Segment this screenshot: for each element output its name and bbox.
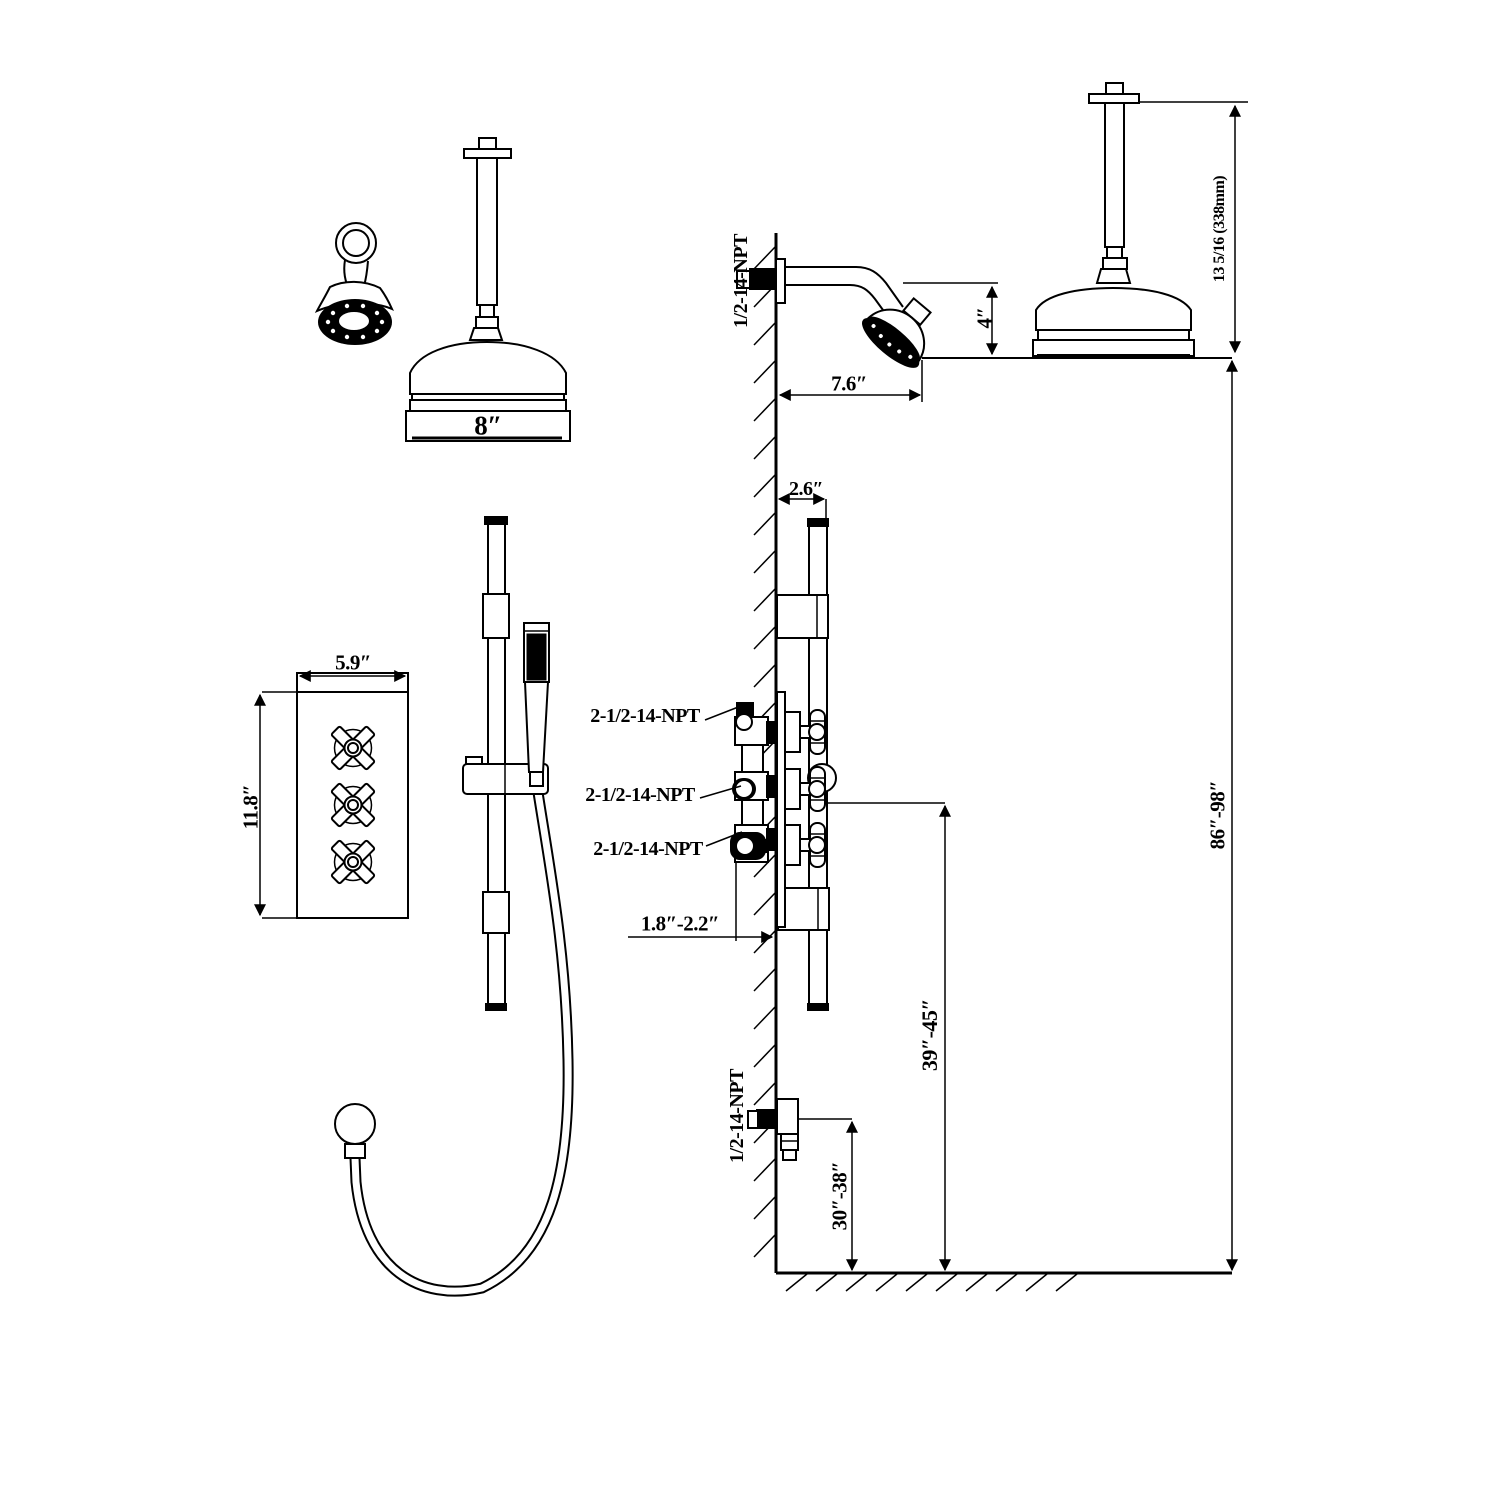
dim-overall-height: 86″-98″	[1205, 780, 1230, 850]
dim-head-drop: 4″	[972, 307, 997, 329]
label-npt-valve-middle: 2-1/2-14-NPT	[585, 784, 695, 806]
dim-outlet-height: 30″-38″	[827, 1161, 852, 1231]
dim-valve-height: 39″-45″	[917, 998, 942, 1072]
label-npt-valve-top: 2-1/2-14-NPT	[590, 705, 700, 727]
hand-shower-supply-outlet	[747, 1098, 799, 1161]
hand-shower-slide-bar-front-view	[334, 516, 574, 1297]
dim-plate-height: 11.8″	[238, 784, 263, 830]
dim-rain-head-diameter: 8″	[474, 410, 502, 441]
dim-bar-offset: 2.6″	[788, 478, 824, 500]
valve-trim-plate-front-view	[254, 670, 409, 919]
rain-shower-head-side-view	[1032, 82, 1248, 358]
rain-shower-head-front-view	[405, 137, 571, 442]
label-npt-valve-bottom: 2-1/2-14-NPT	[593, 838, 703, 860]
label-npt-outlet-bottom: 1/2-14-NPT	[726, 1069, 748, 1163]
thermostatic-valve-side-view	[628, 691, 837, 943]
dim-ceiling-drop: 13 5/16 (338mm)	[1211, 175, 1228, 283]
height-dimensions	[798, 359, 1238, 1272]
dim-arm-length: 7.6″	[831, 371, 867, 396]
label-npt-wall-arm: 1/2-14-NPT	[730, 234, 752, 328]
dim-valve-depth: 1.8″-2.2″	[640, 911, 720, 936]
dim-plate-width: 5.9″	[335, 650, 371, 675]
wall-shower-head-front-view	[314, 222, 394, 345]
